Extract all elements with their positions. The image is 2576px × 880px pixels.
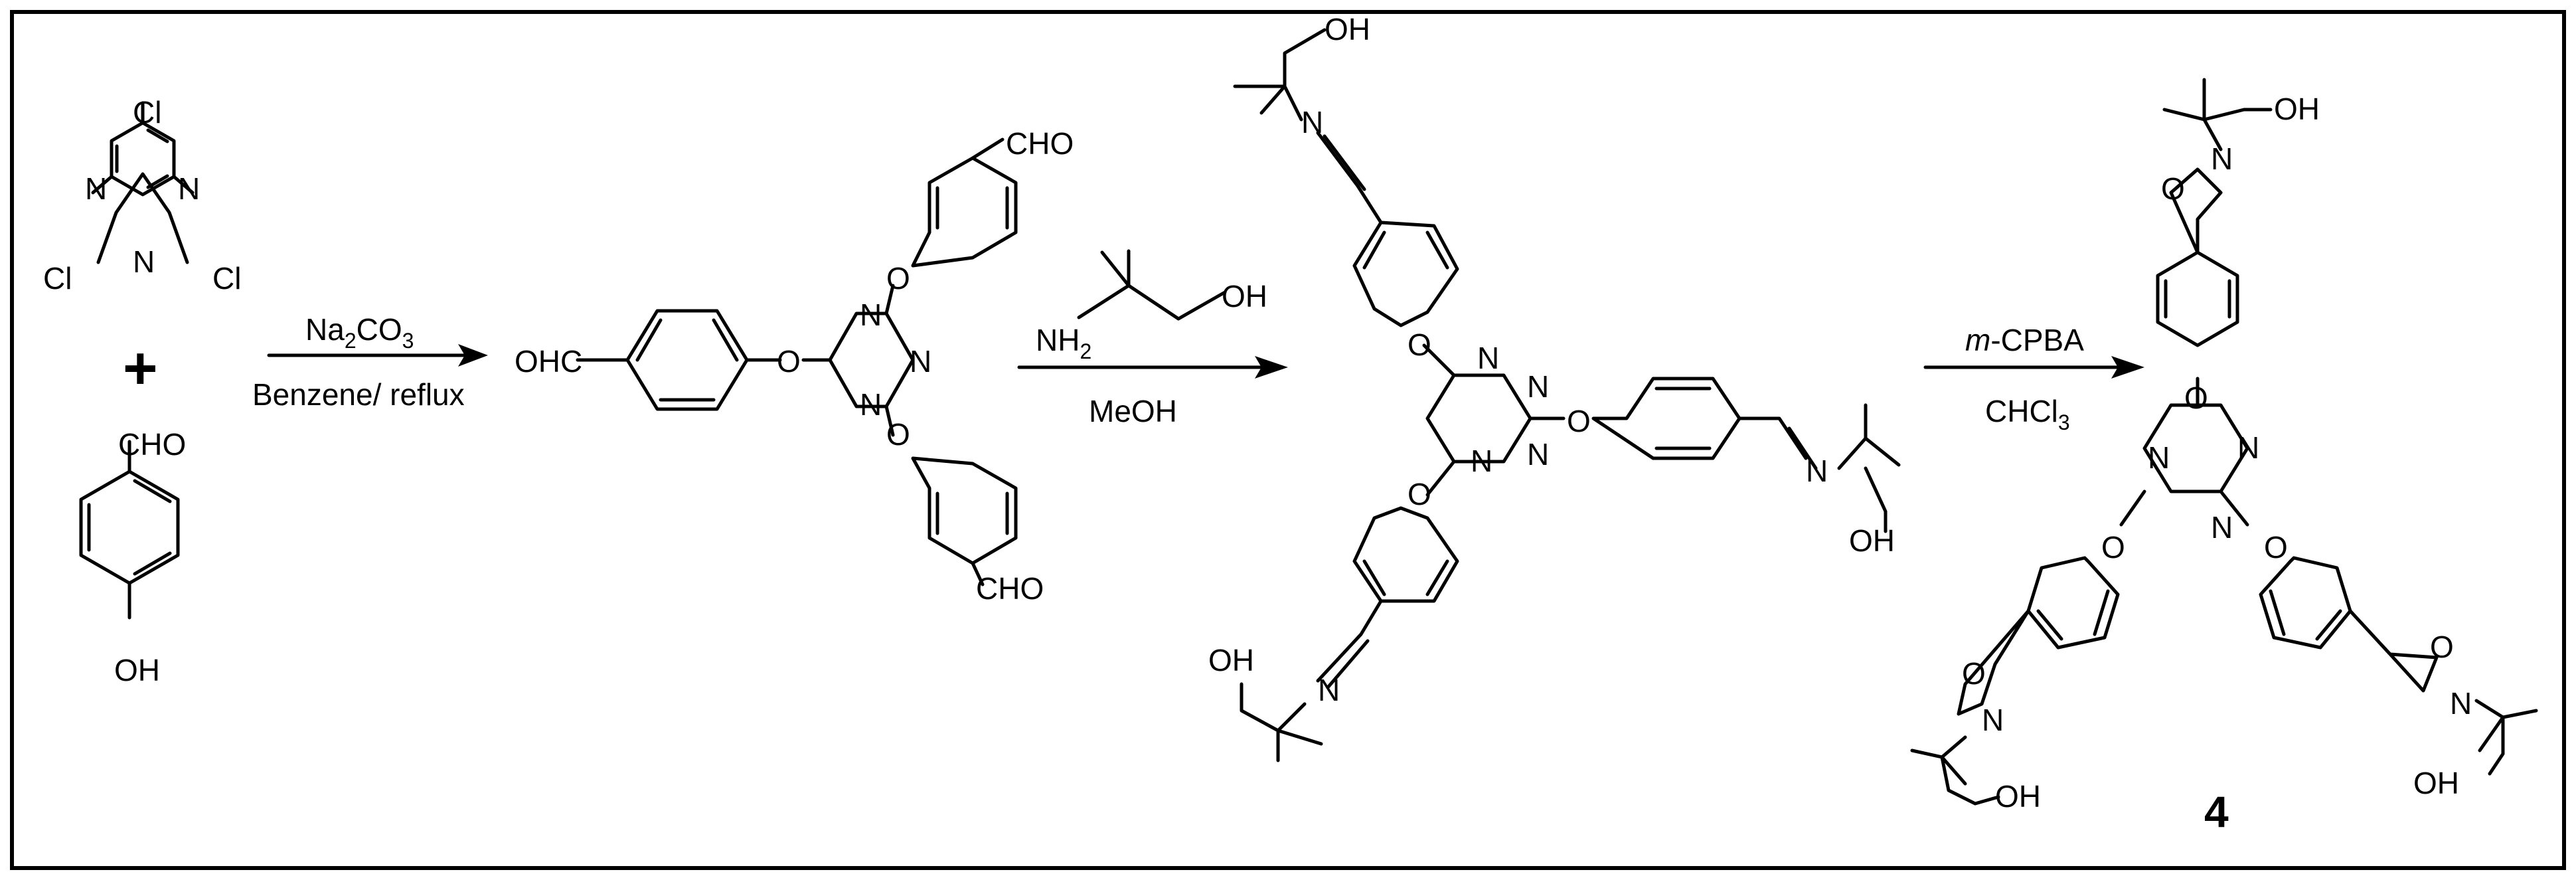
triazine-nitrogen-label: N [178, 171, 200, 206]
ether-oxygen-label: O [1408, 477, 1431, 511]
oxaziridine-oxygen-label: O [1962, 656, 1986, 691]
ether-oxygen-label: O [886, 261, 910, 296]
aldehyde-label: OHC [515, 344, 582, 379]
amine-hydroxyl: OH [1222, 279, 1267, 313]
amine-sub2: 2 [1080, 339, 1091, 363]
reaction-arrow-3: m-CPBA CHCl3 [1923, 323, 2144, 434]
product-tri-oxaziridine: N N N O O N OH O O N OH O O N OH 4 [1910, 78, 2538, 836]
triazine-nitrogen-label: N [860, 387, 882, 422]
oxaziridine-oxygen-label: O [2430, 630, 2454, 664]
reagent-sub3: 3 [402, 329, 414, 353]
aldehyde-label: CHO [976, 571, 1044, 606]
hydroxyl-label: OH [2274, 92, 2320, 126]
svg-text:Na2CO3: Na2CO3 [305, 312, 414, 353]
chlorine-label: Cl [212, 261, 241, 296]
hydroxyl-label: OH [1849, 523, 1895, 558]
triazine-nitrogen-label: N [1471, 444, 1492, 478]
aldehyde-label: CHO [1006, 126, 1074, 161]
oxaziridine-oxygen-label: O [2161, 171, 2185, 206]
triazine-nitrogen-label: N [1477, 341, 1499, 375]
reagent-na: Na [305, 312, 345, 347]
chlorine-label: Cl [43, 261, 72, 296]
hydroxybenzaldehyde: CHO OH [79, 427, 186, 687]
triazine-nitrogen-label: N [2211, 510, 2233, 545]
reagent-sub2: 2 [345, 329, 357, 353]
reagent-co: CO [357, 312, 402, 347]
ether-oxygen-label: O [886, 417, 910, 452]
svg-text:NH2: NH2 [1036, 323, 1091, 363]
hydroxyl-label: OH [114, 653, 160, 687]
ether-oxygen-label: O [2264, 530, 2288, 565]
reaction-solvent: MeOH [1089, 394, 1177, 428]
triazine-nitrogen-label: N [2148, 440, 2170, 475]
triazine-nitrogen-label: N [133, 244, 155, 279]
triazine-nitrogen-label: N [85, 171, 107, 206]
imine-nitrogen-label: N [1318, 673, 1340, 707]
imine-nitrogen-label: N [1806, 454, 1828, 488]
triazine-nitrogen-label: N [860, 298, 882, 332]
hydroxyl-label: OH [1325, 12, 1370, 46]
ether-oxygen-label: O [2184, 381, 2208, 415]
triazine-nitrogen-label: N [910, 344, 931, 379]
imine-nitrogen-label: N [1301, 105, 1323, 139]
reaction-conditions: Benzene/ reflux [252, 377, 465, 412]
ether-oxygen-label: O [1567, 404, 1591, 438]
triazine-nitrogen-label: N [2237, 430, 2259, 465]
compound-number-label: 4 [2204, 787, 2229, 836]
hydroxyl-label: OH [1995, 779, 2041, 814]
oxaziridine-nitrogen-label: N [2450, 686, 2472, 721]
ether-oxygen-label: O [777, 344, 801, 379]
reaction-arrow-2: NH2 OH MeOH [1017, 249, 1288, 428]
aldehyde-label: CHO [118, 427, 186, 462]
triazine-nitrogen-label: N [1527, 369, 1549, 404]
amine-nh: NH [1036, 323, 1080, 357]
solvent-sub3: 3 [2058, 410, 2070, 434]
oxidant-cpba: -CPBA [1990, 323, 2084, 357]
reaction-arrow-1: Na2CO3 Benzene/ reflux [252, 312, 488, 412]
chlorine-label: Cl [133, 95, 161, 130]
oxidant-m: m [1965, 323, 1990, 357]
hydroxyl-label: OH [1208, 643, 1254, 677]
oxaziridine-nitrogen-label: N [1982, 703, 2004, 737]
hydroxyl-label: OH [2413, 766, 2459, 800]
scheme-border [10, 10, 2566, 870]
oxaziridine-nitrogen-label: N [2211, 141, 2233, 176]
triazine-trialdehyde: OHC O N N N O O CHO CHO [515, 126, 1074, 606]
triazine-triimine: N N N N O N OH O N OH O N OH [1208, 12, 1901, 762]
ether-oxygen-label: O [2101, 530, 2125, 565]
svg-text:m-CPBA: m-CPBA [1965, 323, 2084, 357]
ether-oxygen-label: O [1408, 327, 1431, 362]
svg-text:CHCl3: CHCl3 [1985, 394, 2070, 434]
plus-sign: + [123, 335, 158, 402]
cyanuric-chloride: Cl Cl Cl N N N [43, 95, 241, 296]
solvent-chcl: CHCl [1985, 394, 2058, 428]
triazine-nitrogen-label: N [1527, 437, 1549, 472]
